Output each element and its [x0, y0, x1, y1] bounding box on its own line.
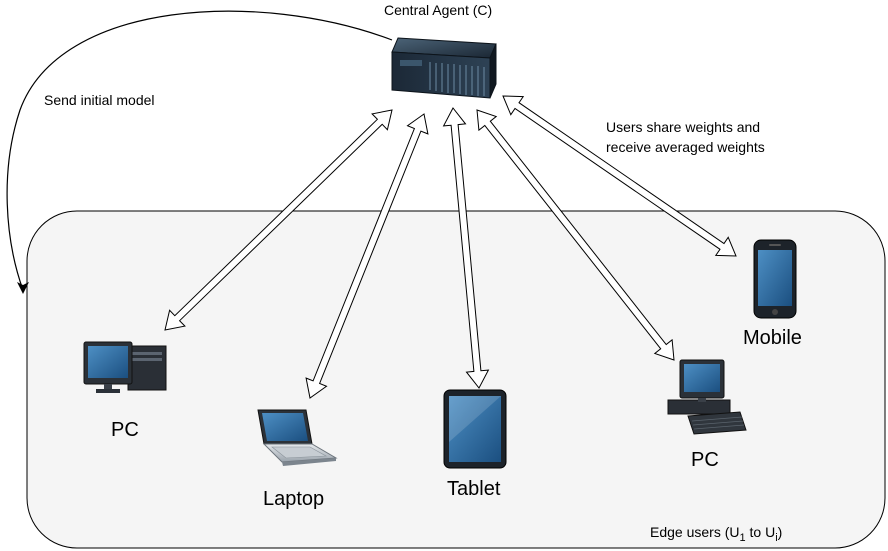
edge-users-region [26, 210, 886, 549]
edge-users-suffix: ) [777, 524, 783, 540]
send-initial-model-label: Send initial model [44, 92, 155, 108]
mobile-phone-icon [753, 239, 797, 319]
share-weights-line2: receive averaged weights [606, 139, 765, 155]
send-model-arrowhead [17, 282, 29, 294]
server-icon [391, 37, 497, 99]
arrow-pc-right [476, 109, 675, 361]
mobile-label: Mobile [743, 327, 802, 349]
connection-arrows [164, 95, 737, 399]
pc-left-label: PC [111, 419, 139, 441]
workstation-pc-icon [667, 359, 747, 435]
arrow-laptop [305, 113, 429, 399]
share-weights-line1: Users share weights and [606, 119, 761, 135]
pc-right-label: PC [691, 449, 719, 471]
edge-users-sub1: 1 [739, 531, 746, 544]
send-model-curve [6, 10, 393, 291]
arrow-tablet [442, 107, 490, 389]
desktop-pc-icon [83, 341, 167, 393]
arrow-mobile [502, 95, 737, 257]
edge-users-label: Edge users (U1 to Ui) [650, 524, 782, 544]
tablet-icon [443, 389, 507, 469]
edge-users-subi: i [775, 531, 778, 544]
share-weights-note: Users share weights and receive averaged… [606, 117, 765, 157]
central-agent-label: Central Agent (C) [384, 2, 493, 18]
arrow-pc-left [164, 109, 393, 331]
laptop-icon [257, 409, 338, 466]
edge-users-mid: to U [745, 524, 776, 540]
tablet-label: Tablet [447, 478, 501, 500]
laptop-label: Laptop [263, 488, 325, 510]
edge-users-prefix: Edge users (U [650, 524, 740, 540]
